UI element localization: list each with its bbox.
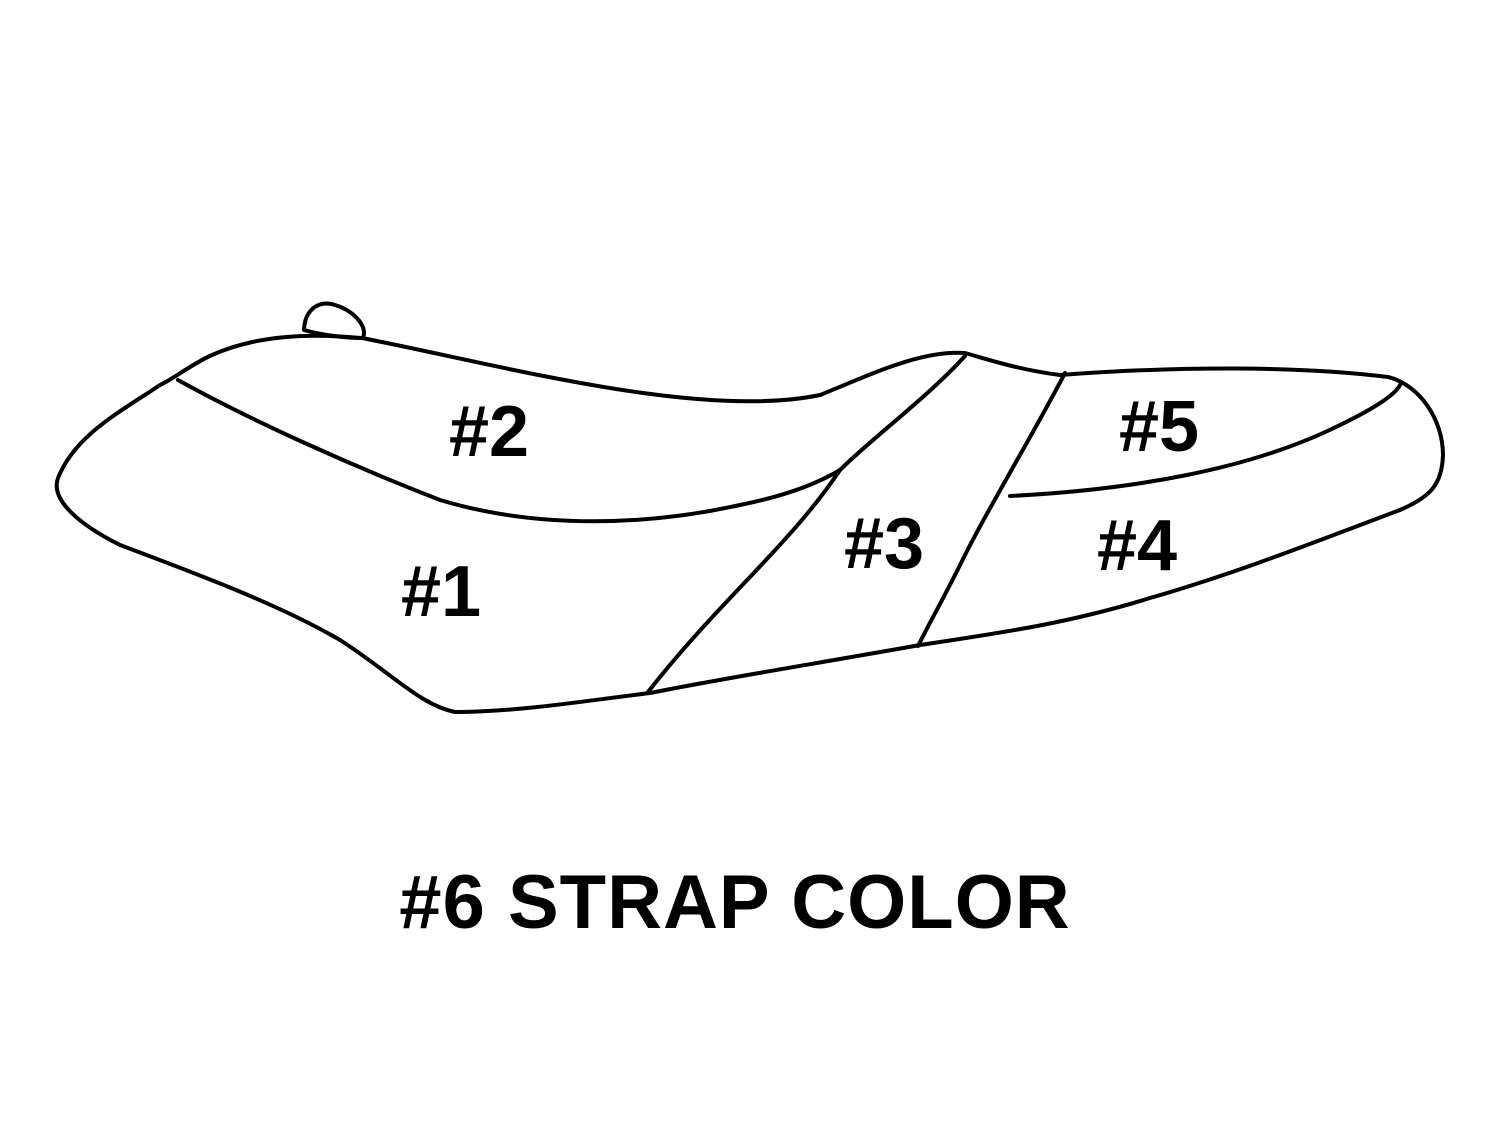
seam-panel-4-5 <box>1008 383 1402 498</box>
seam-panel-1-2 <box>176 378 842 524</box>
seam-panel-2-3 <box>838 354 967 472</box>
panel-label-3: #3 <box>844 504 924 584</box>
strap-color-label: #6 STRAP COLOR <box>399 860 1071 945</box>
panel-label-1: #1 <box>401 552 481 632</box>
seat-handle-nub <box>302 301 366 340</box>
panel-label-4: #4 <box>1097 506 1177 586</box>
seam-panel-1-3 <box>646 468 842 694</box>
panel-label-5: #5 <box>1119 387 1199 467</box>
seat-outline <box>54 333 1445 714</box>
seam-panel-3-4 <box>916 371 1067 648</box>
panel-label-2: #2 <box>449 392 529 472</box>
